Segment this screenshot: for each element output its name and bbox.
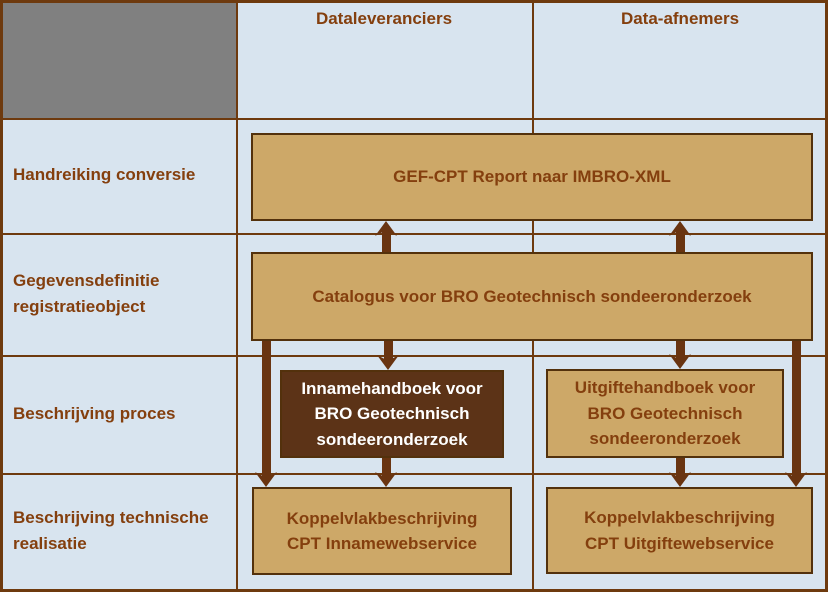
header-corner-cell	[0, 0, 236, 118]
grid-line-row1	[0, 118, 828, 120]
column-header-dataleveranciers: Dataleveranciers	[315, 9, 453, 28]
box-innamehandboek: Innamehandboek voor BRO Geotechnisch son…	[280, 370, 504, 458]
outer-border-bottom	[0, 589, 828, 592]
grid-line-row3	[0, 355, 828, 357]
outer-border-left	[0, 0, 3, 592]
outer-border-right	[825, 0, 828, 592]
box-uitgiftehandboek: Uitgiftehandboek voor BRO Geotechnisch s…	[546, 369, 784, 458]
box-gef-cpt-report-naar-imbro-xml: GEF-CPT Report naar IMBRO-XML	[251, 133, 813, 221]
box-catalogus-bro-geotechnisch-sondeeronderzoek: Catalogus voor BRO Geotechnisch sondeero…	[251, 252, 813, 341]
row-label-handreiking-conversie: Handreiking conversie	[13, 165, 196, 185]
box-koppelvlak-cpt-innamewebservice: Koppelvlakbeschrijving CPT Innamewebserv…	[252, 487, 512, 575]
grid-line-row2	[0, 233, 828, 235]
grid-line-row4	[0, 473, 828, 475]
row-label-beschrijving-technische-realisatie: Beschrijving technische realisatie	[13, 507, 209, 553]
row-label-gegevensdefinitie-registratieobject: Gegevensdefinitie registratieobject	[13, 270, 160, 316]
row-label-beschrijving-proces: Beschrijving proces	[13, 403, 176, 423]
column-header-data-afnemers: Data-afnemers	[620, 9, 740, 28]
box-koppelvlak-cpt-uitgiftewebservice: Koppelvlakbeschrijving CPT Uitgiftewebse…	[546, 487, 813, 574]
outer-border-top	[0, 0, 828, 3]
grid-line-col1	[236, 0, 238, 592]
